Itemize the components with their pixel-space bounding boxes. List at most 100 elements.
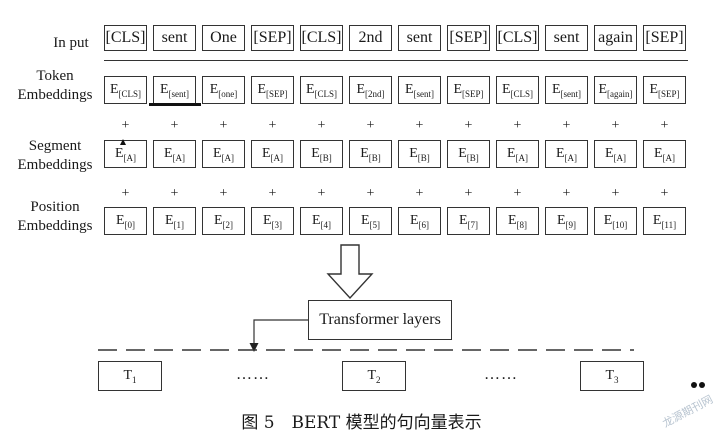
plus-sign-0-8: + <box>513 118 522 133</box>
token-embedding-3: E[SEP] <box>251 76 294 104</box>
plus-sign-0-11: + <box>660 118 669 133</box>
token-embedding-4: E[CLS] <box>300 76 343 104</box>
token-embedding-subscript: [SEP] <box>462 89 484 99</box>
embedding-letter: E <box>262 213 272 228</box>
segment-embedding-subscript: [B] <box>319 153 332 163</box>
embedding-letter: E <box>458 213 468 228</box>
plus-sign-1-2: + <box>219 186 228 201</box>
position-embedding-3: E[3] <box>251 207 294 235</box>
embedding-letter: E <box>159 82 169 97</box>
position-embedding-subscript: [8] <box>516 220 528 230</box>
t1-subscript: 1 <box>132 375 137 385</box>
embedding-letter: E <box>551 82 561 97</box>
segment-embedding-10: E[A] <box>594 140 637 168</box>
token-embedding-1: E[sent] <box>153 76 196 104</box>
segment-label-line1: Segment <box>28 138 82 154</box>
plus-sign-1-1: + <box>170 186 179 201</box>
plus-sign-1-4: + <box>317 186 326 201</box>
plus-sign-0-10: + <box>611 118 620 133</box>
token-embedding-subscript: [CLS] <box>314 89 338 99</box>
input-token-2: One <box>202 25 245 51</box>
embedding-letter: E <box>506 146 516 161</box>
input-token-label: sent <box>161 29 188 46</box>
position-embedding-subscript: [2] <box>222 220 234 230</box>
input-token-8: [CLS] <box>496 25 539 51</box>
plus-sign-0-6: + <box>415 118 424 133</box>
segment-embedding-subscript: [A] <box>613 153 627 163</box>
position-embedding-6: E[6] <box>398 207 441 235</box>
segment-embedding-subscript: [A] <box>221 153 235 163</box>
embedding-letter: E <box>555 146 565 161</box>
token-row-label: Token Embeddings <box>2 67 108 105</box>
position-embedding-subscript: [7] <box>467 220 479 230</box>
position-embedding-9: E[9] <box>545 207 588 235</box>
input-token-label: sent <box>406 29 433 46</box>
plus-sign-0-0: + <box>121 118 130 133</box>
embedding-letter: E <box>257 82 267 97</box>
token-embedding-subscript: [2nd] <box>365 89 385 99</box>
input-token-5: 2nd <box>349 25 392 51</box>
segment-embedding-2: E[A] <box>202 140 245 168</box>
t2-letter: T <box>367 368 377 383</box>
input-token-1: sent <box>153 25 196 51</box>
layer-dashed-line <box>98 349 634 351</box>
token-embedding-subscript: [sent] <box>413 89 435 99</box>
embedding-letter: E <box>603 213 613 228</box>
input-row-label: In put <box>53 35 89 51</box>
embedding-letter: E <box>507 213 517 228</box>
token-label-line1: Token <box>36 68 74 84</box>
token-embedding-9: E[sent] <box>545 76 588 104</box>
plus-sign-1-6: + <box>415 186 424 201</box>
segment-embedding-1: E[A] <box>153 140 196 168</box>
segment-embedding-subscript: [A] <box>662 153 676 163</box>
token-embedding-subscript: [sent] <box>560 89 582 99</box>
position-embedding-2: E[2] <box>202 207 245 235</box>
token-embedding-5: E[2nd] <box>349 76 392 104</box>
position-embedding-1: E[1] <box>153 207 196 235</box>
position-embedding-7: E[7] <box>447 207 490 235</box>
segment-embedding-subscript: [B] <box>466 153 479 163</box>
input-token-label: [CLS] <box>105 29 146 46</box>
embedding-letter: E <box>604 146 614 161</box>
segment-embedding-7: E[B] <box>447 140 490 168</box>
position-label-line1: Position <box>30 199 80 215</box>
embedding-letter: E <box>598 82 608 97</box>
embedding-letter: E <box>209 82 219 97</box>
embedding-letter: E <box>458 146 467 161</box>
input-token-label: [CLS] <box>301 29 342 46</box>
position-embedding-8: E[8] <box>496 207 539 235</box>
segment-embedding-9: E[A] <box>545 140 588 168</box>
embedding-letter: E <box>409 213 419 228</box>
embedding-letter: E <box>163 146 173 161</box>
segment-embedding-8: E[A] <box>496 140 539 168</box>
segment-embedding-subscript: [A] <box>564 153 578 163</box>
plus-sign-1-3: + <box>268 186 277 201</box>
input-token-label: 2nd <box>358 29 383 46</box>
position-embedding-11: E[11] <box>643 207 686 235</box>
input-token-11: [SEP] <box>643 25 686 51</box>
segment-embedding-6: E[B] <box>398 140 441 168</box>
token-highlight-underline <box>149 103 201 106</box>
input-separator-line <box>104 60 688 62</box>
embedding-letter: E <box>212 146 222 161</box>
token-embedding-subscript: [one] <box>218 89 238 99</box>
position-embedding-subscript: [11] <box>661 220 677 230</box>
input-token-label: sent <box>553 29 580 46</box>
position-embedding-5: E[5] <box>349 207 392 235</box>
plus-sign-0-9: + <box>562 118 571 133</box>
embedding-letter: E <box>404 82 414 97</box>
embedding-letter: E <box>360 213 370 228</box>
input-token-7: [SEP] <box>447 25 490 51</box>
position-embedding-4: E[4] <box>300 207 343 235</box>
segment-embedding-subscript: [A] <box>123 153 137 163</box>
token-embedding-11: E[SEP] <box>643 76 686 104</box>
embedding-letter: E <box>652 213 662 228</box>
input-token-3: [SEP] <box>251 25 294 51</box>
embedding-letter: E <box>213 213 223 228</box>
figure-caption: 图 5 BERT 模型的句向量表示 <box>241 413 482 433</box>
position-embedding-subscript: [4] <box>320 220 332 230</box>
token-embedding-subscript: [again] <box>607 89 633 99</box>
embedding-letter: E <box>164 213 174 228</box>
